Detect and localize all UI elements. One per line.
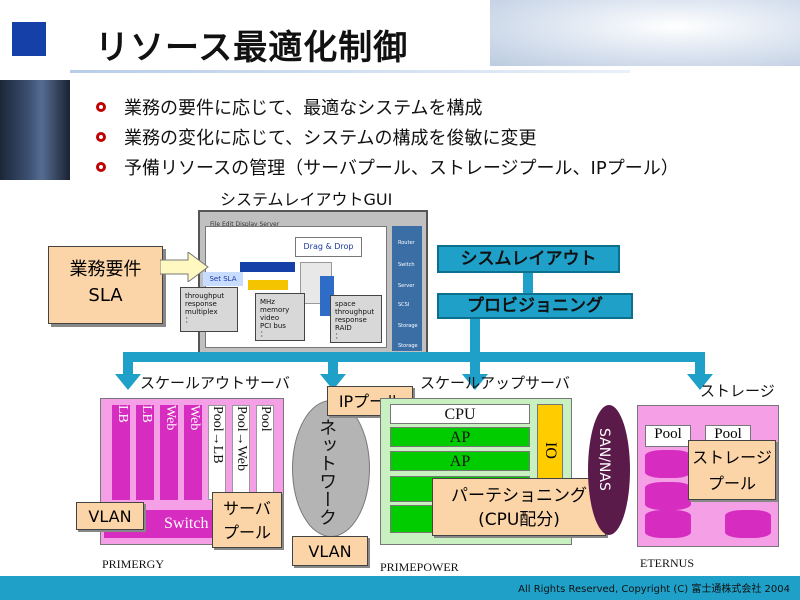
bullet-item: 業務の変化に応じて、システムの構成を俊敏に変更	[90, 122, 679, 152]
gui-palette	[392, 226, 422, 351]
bullet-icon	[96, 132, 106, 142]
set-sla-label: Set SLA	[203, 272, 243, 286]
gui-bar	[248, 280, 288, 290]
lb-column: LB	[112, 405, 130, 500]
san-ellipse	[588, 405, 630, 535]
ap-bar: AP	[390, 451, 530, 471]
globe-banner	[490, 0, 800, 66]
gui-title: システムレイアウトGUI	[220, 190, 393, 209]
copyright: All Rights Reserved, Copyright (C) 富士通株式…	[518, 584, 790, 595]
gui-bar	[240, 262, 295, 272]
storage-pool-callout: ストレージ プール	[688, 440, 776, 500]
provisioning-button[interactable]: プロビジョニング	[437, 293, 633, 319]
page-title: リソース最適化制御	[95, 28, 409, 68]
storage-label: ストレージ	[700, 382, 775, 400]
scale-out-label: スケールアウトサーバ	[140, 374, 290, 392]
vlan-callout: VLAN	[76, 502, 144, 530]
pool-column: Pool→Web	[232, 405, 250, 500]
web-column: Web	[184, 405, 202, 500]
primepower-label: PRIMEPOWER	[380, 560, 459, 574]
connector	[470, 319, 480, 354]
title-underline	[70, 70, 630, 73]
title-square-icon	[12, 22, 46, 56]
bullet-list: 業務の要件に応じて、最適なシステムを構成 業務の変化に応じて、システムの構成を俊…	[90, 92, 679, 182]
layout-button[interactable]: シスムレイアウト	[437, 245, 620, 273]
pool-column: Pool	[256, 405, 274, 500]
scale-up-label: スケールアップサーバ	[420, 374, 570, 392]
ap-bar: AP	[390, 427, 530, 447]
pool-column: Pool→LB	[208, 405, 226, 500]
server-rack-image	[0, 80, 70, 180]
network-vlan-callout: VLAN	[292, 536, 368, 566]
down-arrows	[115, 360, 713, 390]
eternus-label: ETERNUS	[640, 556, 694, 570]
bullet-item: 業務の要件に応じて、最適なシステムを構成	[90, 92, 679, 122]
footer-bar	[0, 576, 800, 600]
cpu-bar: CPU	[390, 404, 530, 424]
sla-callout: 業務要件 SLA	[48, 246, 163, 324]
disk-cylinder	[645, 482, 691, 510]
disk-cylinder	[645, 450, 691, 478]
san-label: SAN/NAS	[596, 428, 612, 491]
disk-cylinder	[645, 510, 691, 538]
primergy-label: PRIMERGY	[102, 557, 165, 571]
web-column: Web	[160, 405, 178, 500]
network-ellipse	[292, 400, 370, 537]
bullet-item: 予備リソースの管理（サーバプール、ストレージプール、IPプール）	[90, 152, 679, 182]
partitioning-callout: パーテショニング (CPU配分)	[432, 478, 606, 536]
pool-button: Pool	[645, 425, 691, 447]
sla-arrow-icon	[160, 252, 209, 282]
network-label: ネットワーク	[316, 418, 337, 526]
drag-drop-label: Drag & Drop	[295, 237, 362, 257]
server-pool-callout: サーバ プール	[212, 492, 282, 548]
bullet-icon	[96, 102, 106, 112]
connector	[523, 273, 533, 293]
bullet-icon	[96, 162, 106, 172]
lb-column: LB	[136, 405, 154, 500]
gui-menu: File Edit Display Server	[210, 221, 280, 228]
distribution-bus	[123, 352, 705, 362]
disk-cylinder	[725, 510, 771, 538]
